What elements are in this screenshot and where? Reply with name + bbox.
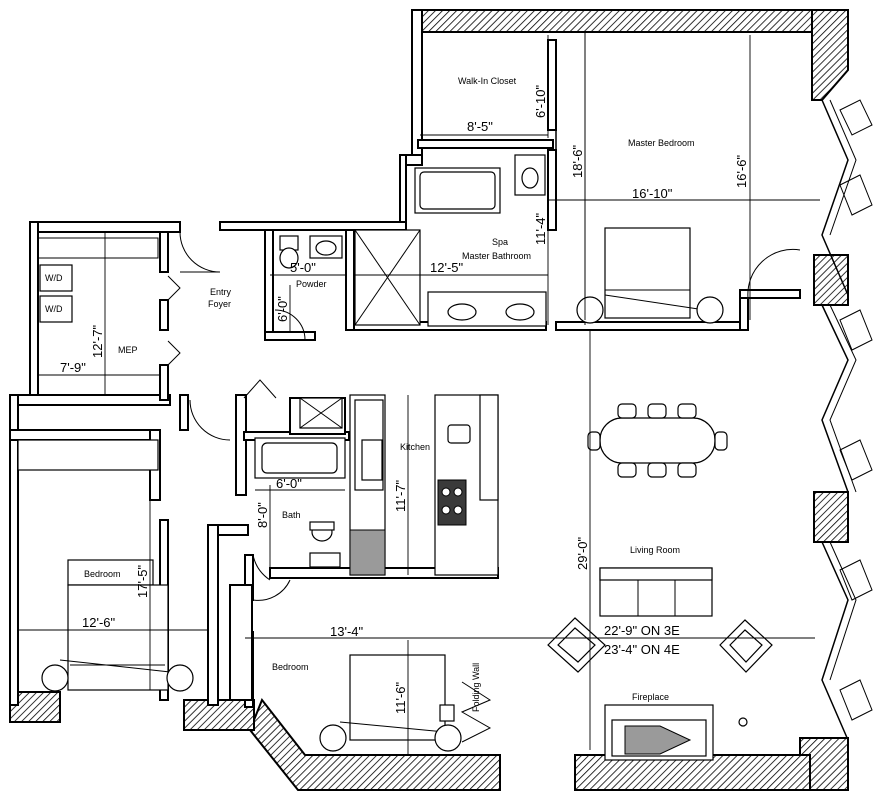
dim-bedroom-left-width: 12'-6" [82, 615, 116, 630]
dim-bath-depth: 11'-4" [533, 212, 548, 245]
dim-master-depth: 18'-6" [570, 144, 585, 178]
mep-label: MEP [118, 345, 138, 355]
living-room-label: Living Room [630, 545, 680, 555]
dim-bath-width: 12'-5" [430, 260, 464, 275]
dim-mep-depth: 12'-7" [90, 324, 105, 358]
dim-closet-depth: 6'-10" [533, 84, 548, 118]
dim-powder-width: 5'-0" [290, 260, 316, 275]
walk-in-closet-label: Walk-In Closet [458, 76, 517, 86]
bedroom-left-label: Bedroom [84, 569, 121, 579]
foyer-label: Foyer [208, 299, 231, 309]
dim-powder-depth: 6'-0" [275, 296, 290, 322]
dimension-lines [18, 35, 820, 755]
dim-bedroom-left-depth: 17'-5" [135, 564, 150, 598]
dim-living-width-3e: 22'-9" ON 3E [604, 623, 680, 638]
powder-fixtures [279, 235, 343, 269]
dimension-labels: 8'-5" 6'-10" 18'-6" 16'-6" 16'-10" 11'-4… [60, 84, 749, 714]
dim-master-width: 16'-10" [632, 186, 673, 201]
fireplace-label: Fireplace [632, 692, 669, 702]
kitchen-label: Kitchen [400, 442, 430, 452]
dim-living-width-4e: 23'-4" ON 4E [604, 642, 680, 657]
dim-kitchen-depth: 11'-7" [393, 479, 408, 512]
window-bays [821, 99, 873, 741]
master-bed [576, 227, 724, 324]
dining-table [587, 403, 728, 478]
bath-fixtures [254, 397, 346, 568]
kitchen-fixtures [349, 394, 499, 576]
room-labels: Walk-In Closet Master Bedroom Spa Master… [84, 76, 695, 712]
bedroom-center-furniture [319, 654, 492, 752]
washer-label: W/D [45, 273, 63, 283]
dim-bedroom-center-width: 13'-4" [330, 624, 364, 639]
bath-label: Bath [282, 510, 301, 520]
master-bedroom-label: Master Bedroom [628, 138, 695, 148]
living-furniture [547, 567, 773, 761]
dim-living-depth: 29'-0" [575, 536, 590, 570]
bedroom-left-furniture [17, 439, 194, 692]
exterior-walls [9, 9, 849, 791]
master-bathroom-fixtures [354, 154, 547, 327]
dim-bath-depth-2: 8'-0" [255, 502, 270, 528]
dim-closet-width: 8'-5" [467, 119, 493, 134]
dim-bath-width-2: 6'-0" [276, 476, 302, 491]
dryer-label: W/D [45, 304, 63, 314]
dim-mep-width: 7'-9" [60, 360, 86, 375]
dim-master-depth-2: 16'-6" [734, 154, 749, 188]
doors [167, 231, 801, 601]
spa-label: Spa [492, 237, 508, 247]
powder-label: Powder [296, 279, 327, 289]
appliance-labels: W/D W/D [45, 273, 63, 314]
bedroom-center-label: Bedroom [272, 662, 309, 672]
laundry [37, 237, 159, 323]
master-bathroom-label: Master Bathroom [462, 251, 531, 261]
dim-bedroom-center-depth: 11'-6" [393, 681, 408, 714]
folding-wall-label: Folding Wall [471, 663, 481, 712]
entry-label: Entry [210, 287, 232, 297]
